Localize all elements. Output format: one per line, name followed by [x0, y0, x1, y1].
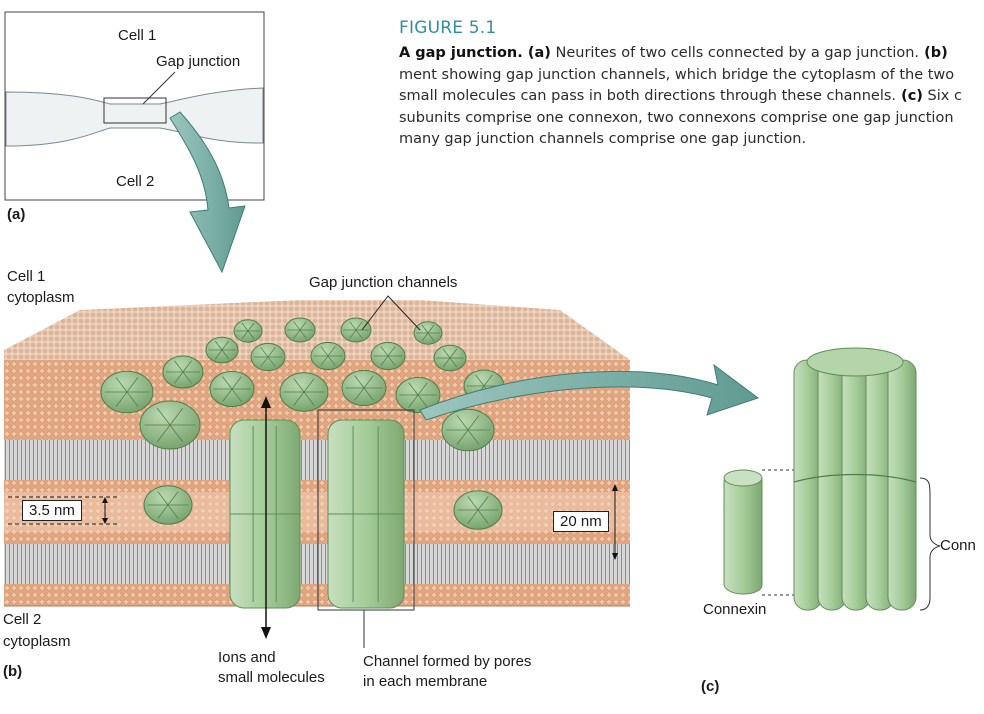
panel-b-cell1-sublabel: cytoplasm [7, 289, 75, 306]
connexin-label: Connexin [703, 601, 767, 618]
channel-label-line1: Channel formed by pores [363, 653, 532, 670]
connexin-subunit [723, 469, 763, 595]
channels-label-pointer [361, 295, 421, 331]
membrane-width-label: 20 nm [553, 511, 609, 532]
connexon-subunit-line [293, 321, 307, 339]
caption-line: small molecules can pass in both directi… [399, 88, 962, 104]
gap-junction-channels-label: Gap junction channels [309, 274, 458, 291]
connexon-subunit-line [408, 382, 428, 408]
figure-title: FIGURE 5.1 [399, 18, 497, 38]
connexon-subunit-line [380, 346, 396, 366]
panel-a-label: (a) [7, 206, 26, 223]
connexon-subunit-line [349, 321, 363, 339]
connexon-top [806, 347, 904, 377]
connexon-subunit-line [293, 378, 315, 406]
connexon-subunit-line [421, 324, 435, 342]
zoom-arrow-b-to-c [419, 363, 760, 421]
connexon-subunit-line [115, 377, 139, 407]
gap-dimension [8, 496, 118, 525]
caption-line: A gap junction. (a) Neurites of two cell… [399, 45, 948, 61]
connexon-subunit-line [241, 322, 255, 340]
connexin-column [887, 359, 917, 611]
panel-a-gap-junction-label: Gap junction [156, 53, 241, 70]
panel-a-cell1-label: Cell 1 [118, 27, 157, 44]
panel-a-diagram [4, 11, 265, 201]
connexon-subunit-line [174, 360, 192, 384]
channel-highlight-box [317, 409, 415, 611]
panel-a-cell2-label: Cell 2 [116, 173, 155, 190]
connexon-channel [793, 347, 917, 611]
connexon-subunit-line [320, 346, 336, 366]
connexon-subunit-line [442, 348, 458, 368]
connexon-seam [793, 473, 917, 483]
zoom-arrow-a-to-b [169, 111, 246, 274]
connexon-subunit-line [354, 375, 374, 401]
panel-c-label: (c) [701, 678, 720, 695]
figure-caption: A gap junction. (a) Neurites of two cell… [399, 43, 984, 151]
connexon-subunit-line [157, 491, 179, 519]
connexon-subunit-line [260, 347, 276, 367]
caption-line: ment showing gap junction channels, whic… [399, 66, 955, 83]
caption-line: subunits comprise one connexon, two conn… [399, 109, 954, 126]
connexon-subunit-line [456, 415, 480, 445]
connexon-subunit-line [156, 407, 184, 443]
panel-b-cell2-sublabel: cytoplasm [3, 633, 71, 650]
ions-arrow [261, 396, 271, 639]
caption-line: many gap junction channels comprise one … [399, 131, 807, 147]
connexon-label: Conn [940, 537, 976, 554]
panel-b-label: (b) [3, 663, 23, 680]
connexon-subunit-line [467, 496, 489, 524]
ions-label-line2: small molecules [218, 669, 325, 686]
connexon-subunit-line [214, 340, 230, 360]
channel-label-line2: in each membrane [363, 673, 488, 690]
connexon-subunit-line [222, 376, 242, 402]
panel-b-cell2-label: Cell 2 [3, 611, 42, 628]
connexon-bracket [919, 477, 941, 611]
ions-label-line1: Ions and [218, 649, 276, 666]
membrane-dimension [612, 484, 618, 560]
panel-b-cell1-label: Cell 1 [7, 268, 46, 285]
gap-width-label: 3.5 nm [22, 500, 82, 521]
gap-junction-channels [229, 419, 405, 609]
